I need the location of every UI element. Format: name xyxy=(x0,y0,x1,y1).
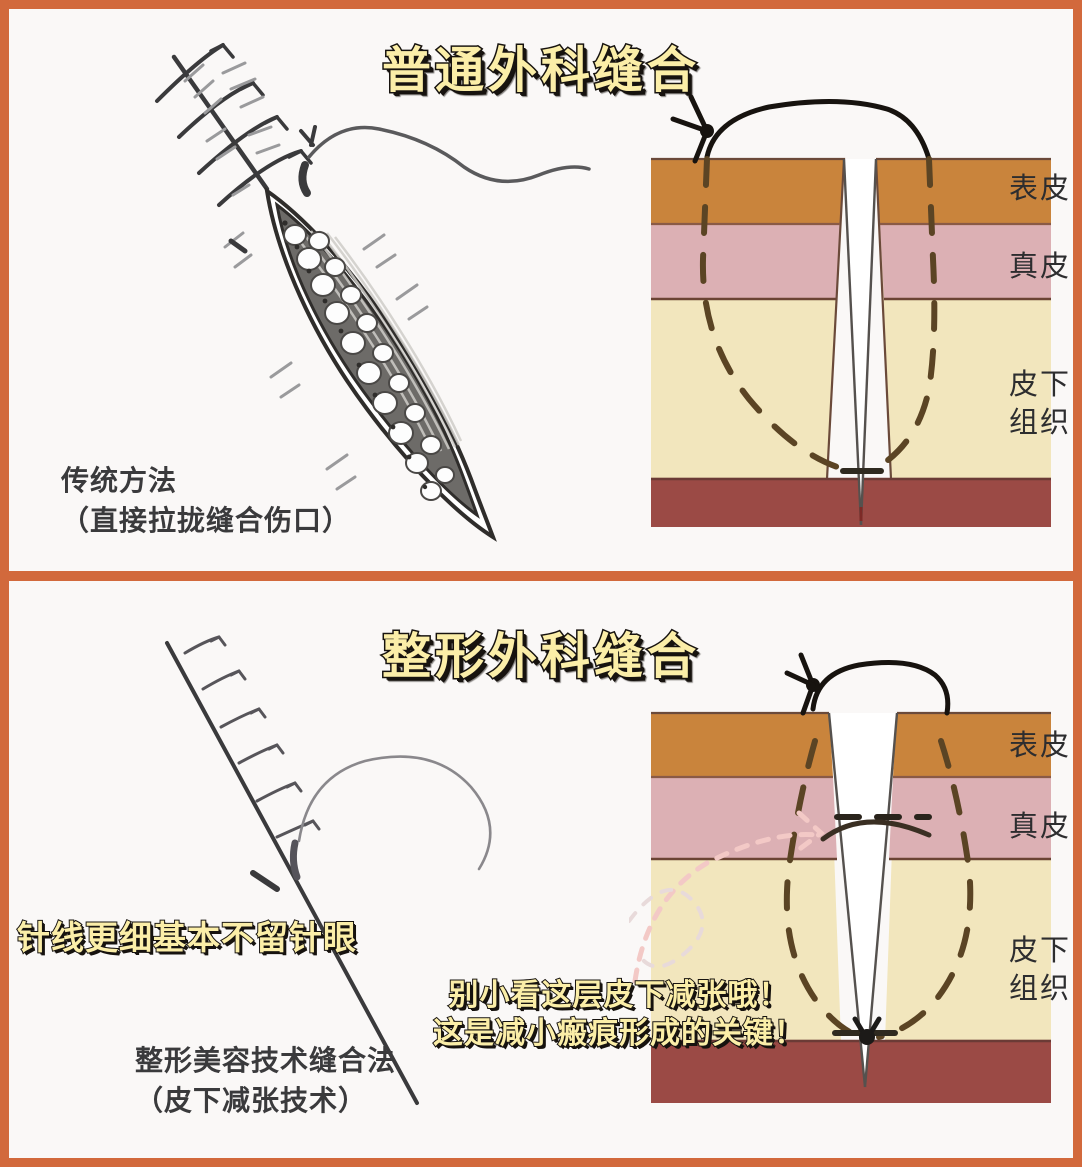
layer-label-subcutis-top-line2: 组织 xyxy=(1009,405,1072,439)
pink-dashed-arrow xyxy=(632,810,825,984)
caption-ordinary: 传统方法 （直接拉拢缝合伤口） xyxy=(61,461,351,541)
surface-suture-thread xyxy=(704,98,932,162)
layer-label-dermis-top: 真皮 xyxy=(1009,249,1072,283)
highlight-note-line1: 别小看这层皮下减张哦！ xyxy=(448,977,790,1014)
buried-dermal-suture-loop xyxy=(783,738,974,1040)
layer-label-subcutis-bottom-line2: 组织 xyxy=(1009,971,1072,1005)
layer-label-epidermis-bottom: 表皮 xyxy=(1009,728,1072,762)
suture-knot xyxy=(670,94,714,164)
highlight-fine-needle: 针线更细基本不留针眼 xyxy=(16,917,357,958)
caption-ordinary-line2: （直接拉拢缝合伤口） xyxy=(61,504,352,537)
left-skin-block-2 xyxy=(651,711,841,1043)
buried-knot xyxy=(832,1016,898,1045)
plastic-cross-section xyxy=(629,652,1051,1103)
surface-suture-thread-2 xyxy=(810,660,951,716)
ordinary-wound-illustration xyxy=(155,43,591,542)
dashed-suture-path xyxy=(699,156,938,474)
highlight-note-line2: 这是减小瘢痕形成的关键！ xyxy=(432,1015,805,1052)
muscle-layer-2 xyxy=(651,1041,1051,1103)
panel-ordinary-suture: 普通外科缝合 xyxy=(9,9,1073,571)
layer-label-dermis-bottom: 真皮 xyxy=(1009,809,1072,843)
panel-plastic-suture: 整形外科缝合 针线更细基本不留针眼 整形美容技术缝合 xyxy=(9,581,1073,1158)
plastic-wound-illustration xyxy=(165,635,492,1105)
suture-knot-2 xyxy=(784,652,820,716)
right-skin-block-2 xyxy=(885,711,1051,1043)
caption-ordinary-line1: 传统方法 xyxy=(61,464,178,497)
layer-label-epidermis-top: 表皮 xyxy=(1009,171,1072,205)
dermal-arc xyxy=(820,819,932,842)
caption-plastic-line1: 整形美容技术缝合法 xyxy=(135,1044,397,1077)
caption-plastic-line2: （皮下减张技术） xyxy=(135,1084,368,1117)
ordinary-cross-section xyxy=(651,94,1051,527)
muscle-layer xyxy=(651,479,1051,527)
highlight-note: 别小看这层皮下减张哦！ 这是减小瘢痕形成的关键！ xyxy=(432,977,805,1053)
layer-label-subcutis-top-line1: 皮下 xyxy=(1009,367,1072,401)
left-skin-block xyxy=(651,157,846,481)
layer-label-subcutis-bottom-line1: 皮下 xyxy=(1009,933,1072,967)
caption-plastic: 整形美容技术缝合法 （皮下减张技术） xyxy=(135,1041,396,1121)
panel-divider xyxy=(9,571,1073,581)
panel-title-plastic: 整形外科缝合 xyxy=(380,626,700,687)
panel-title-ordinary: 普通外科缝合 xyxy=(380,40,700,101)
